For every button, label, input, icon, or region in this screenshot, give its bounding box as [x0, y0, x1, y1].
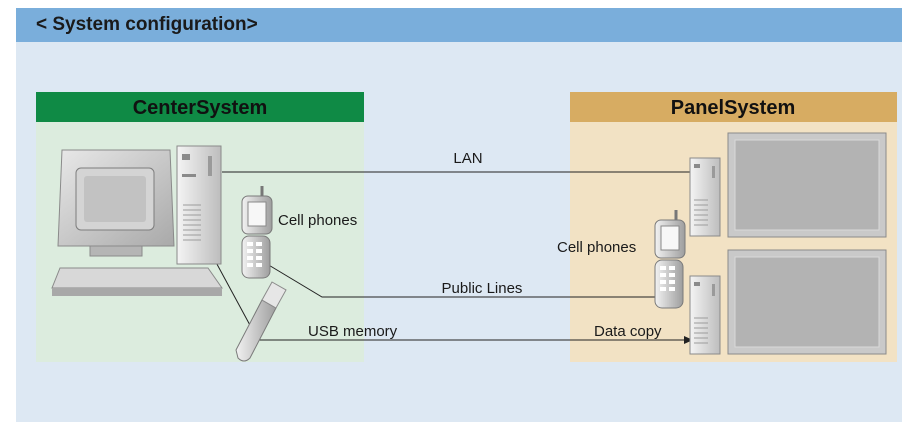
data-copy-label: Data copy	[594, 323, 662, 340]
panel-title: PanelSystem	[671, 97, 796, 119]
lan-label: LAN	[453, 150, 482, 167]
center-title: CenterSystem	[133, 97, 268, 119]
usb-memory-icon	[235, 281, 287, 362]
panel-header	[570, 92, 897, 122]
usb-memory-label: USB memory	[308, 323, 398, 340]
cell-phone-icon	[654, 210, 686, 309]
cell-phones-center-label: Cell phones	[278, 212, 357, 229]
display-panel-icon	[727, 249, 887, 355]
cell-phone-icon	[241, 186, 273, 279]
public-lines-label: Public Lines	[442, 280, 523, 297]
page-title: < System configuration>	[36, 14, 258, 35]
cell-phones-panel-label: Cell phones	[557, 239, 636, 256]
title-bar: < System configuration>	[16, 8, 902, 42]
server-tower-icon	[689, 275, 721, 355]
display-panel-icon	[727, 132, 887, 238]
center-header	[36, 92, 364, 122]
server-tower-icon	[689, 157, 721, 237]
public-lines-line	[266, 263, 665, 298]
desktop-computer-icon	[51, 145, 223, 296]
